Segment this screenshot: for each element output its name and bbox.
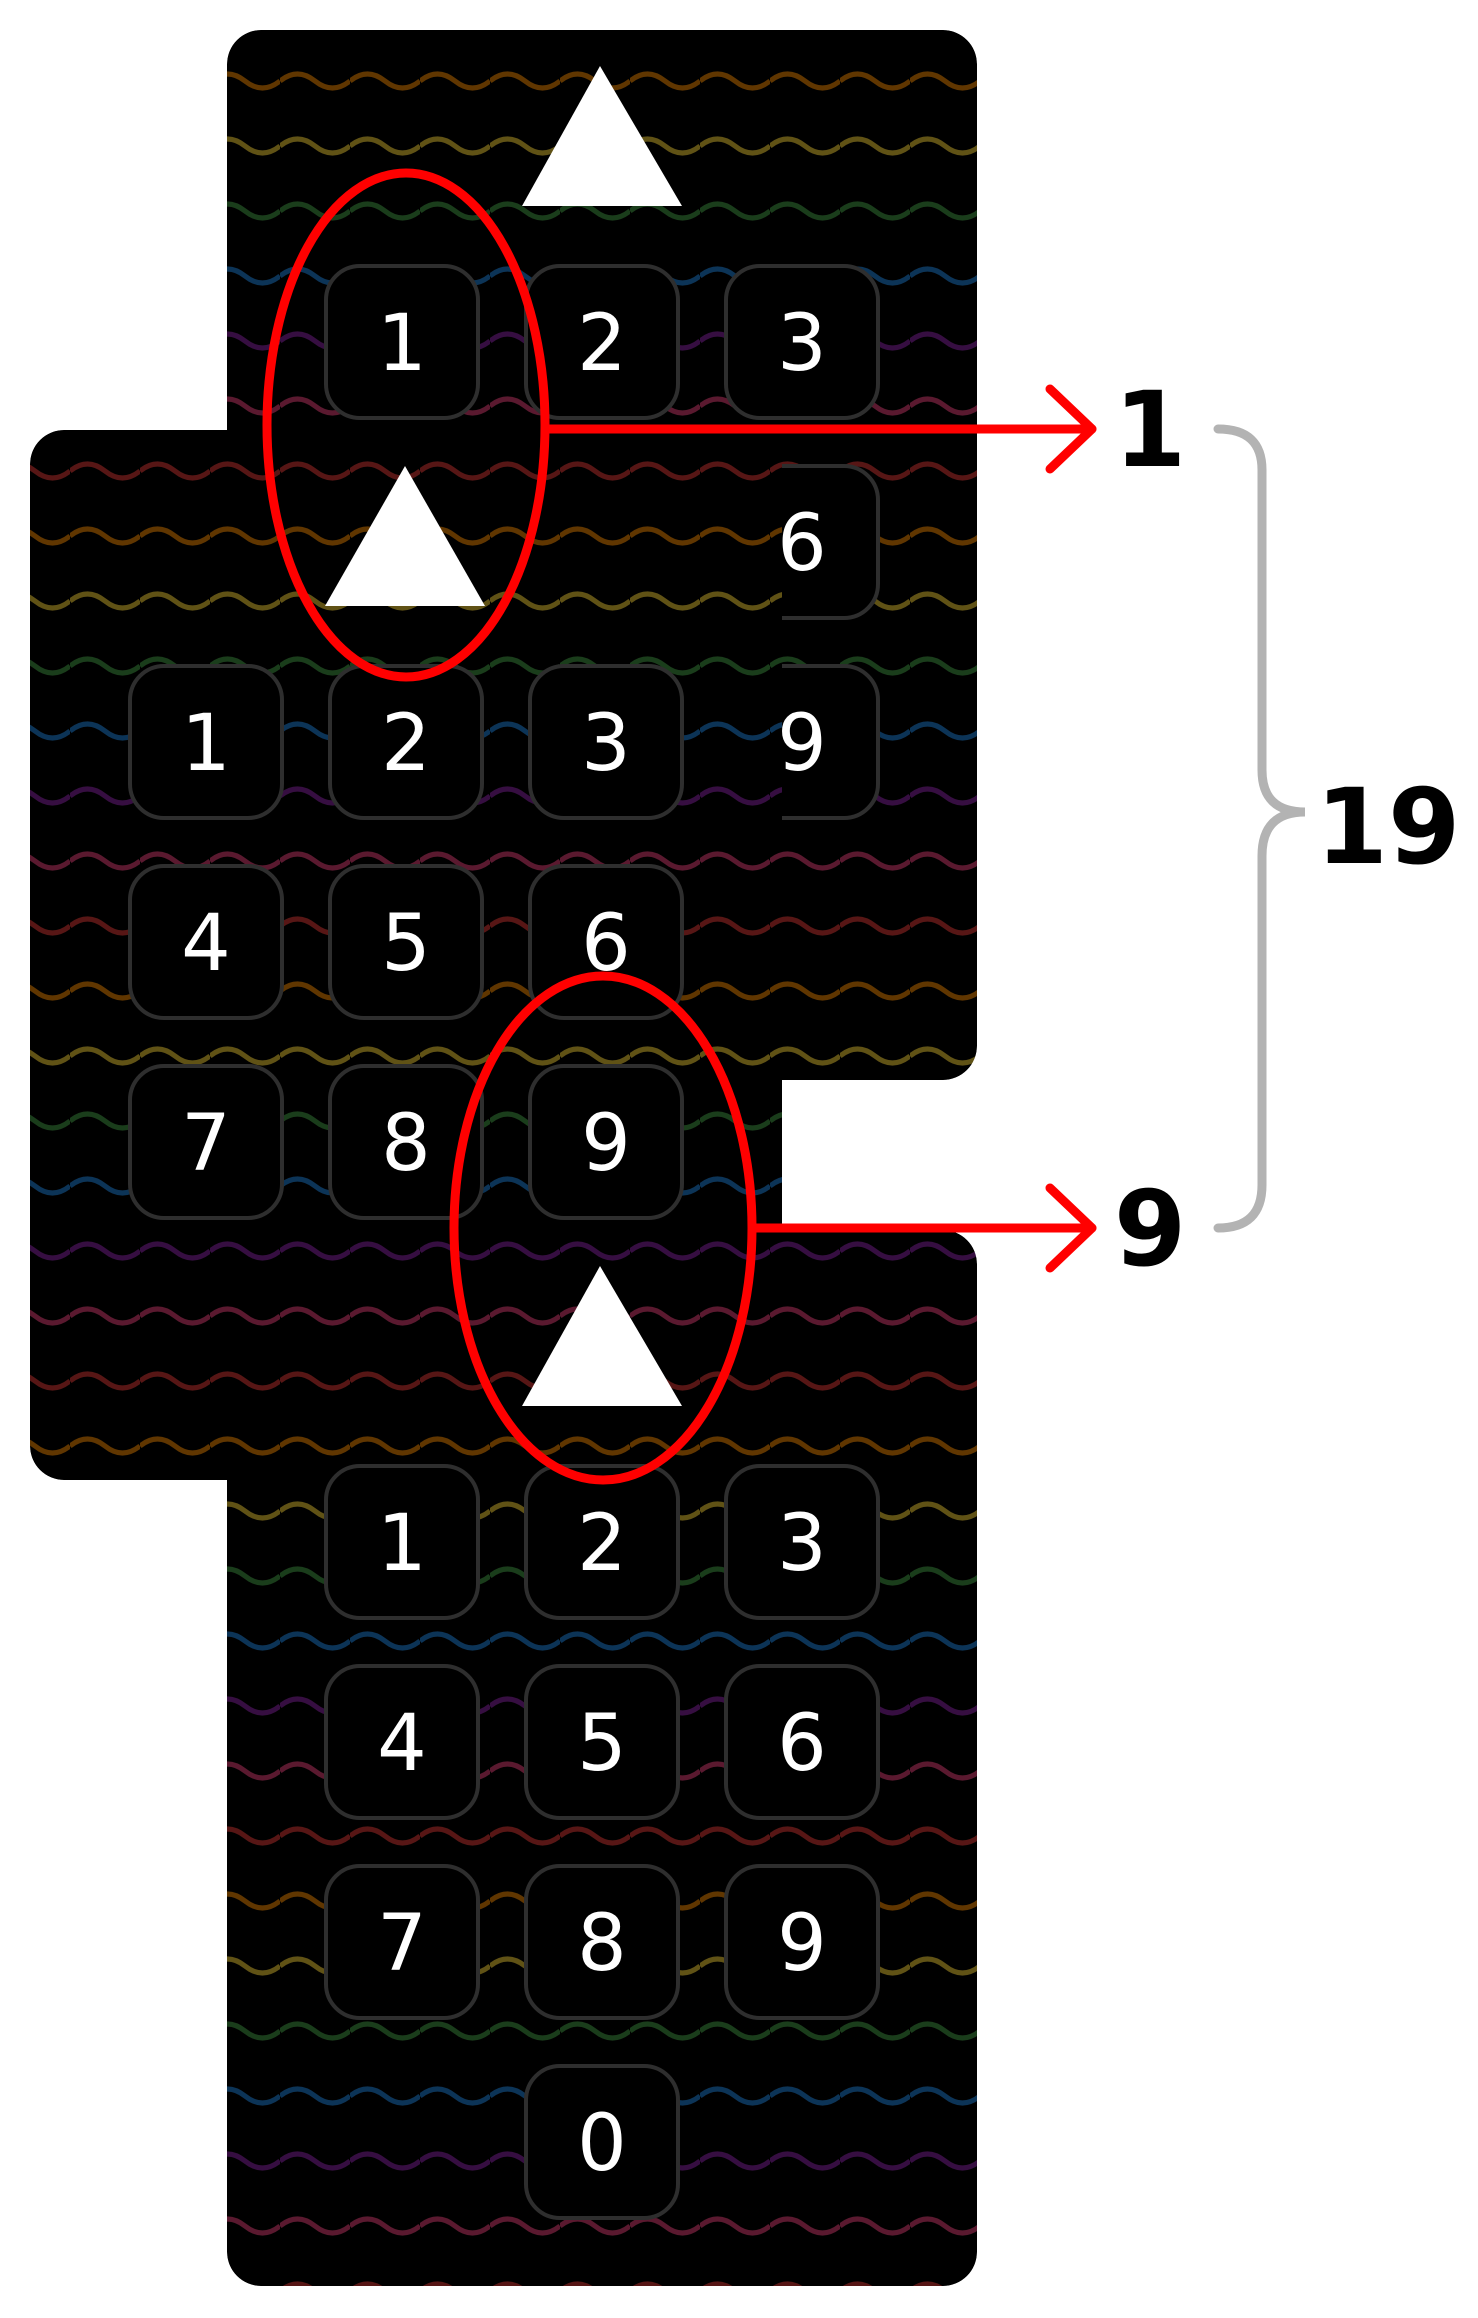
key-label: 1: [181, 699, 231, 789]
key-label: 3: [777, 299, 827, 389]
key-background: [524, 1464, 680, 1620]
key-background: [328, 664, 484, 820]
key-label: 8: [577, 1899, 627, 1989]
key-label: 2: [381, 699, 431, 789]
key-button-3[interactable]: 3: [724, 264, 880, 420]
key-button-4[interactable]: 4: [128, 864, 284, 1020]
key-button-2[interactable]: 2: [524, 1464, 680, 1620]
key-label: 5: [381, 899, 431, 989]
key-button-8[interactable]: 8: [524, 1864, 680, 2020]
key-button-2[interactable]: 2: [524, 264, 680, 420]
key-label: 6: [777, 1699, 827, 1789]
key-button-3[interactable]: 3: [528, 664, 684, 820]
output-digit-first: 1: [1114, 369, 1186, 491]
key-button-3[interactable]: 3: [724, 1464, 880, 1620]
key-button-8[interactable]: 8: [328, 1064, 484, 1220]
key-label: 9: [581, 1099, 631, 1189]
key-label: 7: [181, 1099, 231, 1189]
curly-bracket: [1213, 424, 1306, 1233]
key-background: [724, 1664, 880, 1820]
key-background: [328, 864, 484, 1020]
triangle-up-icon: [522, 1266, 682, 1406]
output-digit-second: 9: [1114, 1168, 1186, 1290]
key-background: [128, 664, 284, 820]
key-label: 1: [377, 1499, 427, 1589]
key-button-9[interactable]: 9: [528, 1064, 684, 1220]
triangle-up-icon: [522, 66, 682, 206]
key-background: [324, 1464, 480, 1620]
key-background: [324, 264, 480, 420]
key-label: 4: [377, 1699, 427, 1789]
key-background: [324, 1864, 480, 2020]
arrow-right-icon: [540, 384, 1097, 474]
result-number: 19: [1316, 766, 1461, 888]
key-button-2[interactable]: 2: [328, 664, 484, 820]
key-button-1[interactable]: 1: [324, 1464, 480, 1620]
key-button-5[interactable]: 5: [328, 864, 484, 1020]
key-button-6[interactable]: 6: [724, 1664, 880, 1820]
key-label: 9: [777, 1899, 827, 1989]
key-label: 9: [777, 699, 827, 789]
key-background: [524, 1864, 680, 2020]
key-button-4[interactable]: 4: [324, 1664, 480, 1820]
key-background: [528, 1064, 684, 1220]
key-button-7[interactable]: 7: [128, 1064, 284, 1220]
key-background: [328, 1064, 484, 1220]
key-label: 3: [777, 1499, 827, 1589]
key-button-0[interactable]: 0: [524, 2064, 680, 2220]
arrow-right-icon: [747, 1183, 1097, 1273]
key-background: [128, 1064, 284, 1220]
key-button-5[interactable]: 5: [524, 1664, 680, 1820]
triangle-up-icon: [325, 466, 485, 606]
key-background: [724, 264, 880, 420]
key-button-1[interactable]: 1: [324, 264, 480, 420]
key-label: 8: [381, 1099, 431, 1189]
key-background: [724, 1464, 880, 1620]
key-button-7[interactable]: 7: [324, 1864, 480, 2020]
key-label: 2: [577, 299, 627, 389]
key-button-9[interactable]: 9: [724, 1864, 880, 2020]
key-background: [324, 1664, 480, 1820]
key-background: [724, 1864, 880, 2020]
keypad-panel-bottom: 1 2 3 4 5 6 7 8 9 0: [227, 1230, 977, 2286]
key-label: 0: [577, 2099, 627, 2189]
key-background: [128, 864, 284, 1020]
key-label: 1: [377, 299, 427, 389]
key-label: 3: [581, 699, 631, 789]
key-background: [528, 664, 684, 820]
key-label: 5: [577, 1699, 627, 1789]
key-label: 6: [777, 499, 827, 589]
key-background: [524, 2064, 680, 2220]
key-button-1[interactable]: 1: [128, 664, 284, 820]
key-label: 4: [181, 899, 231, 989]
key-label: 7: [377, 1899, 427, 1989]
key-background: [524, 1664, 680, 1820]
key-background: [524, 264, 680, 420]
key-label: 2: [577, 1499, 627, 1589]
